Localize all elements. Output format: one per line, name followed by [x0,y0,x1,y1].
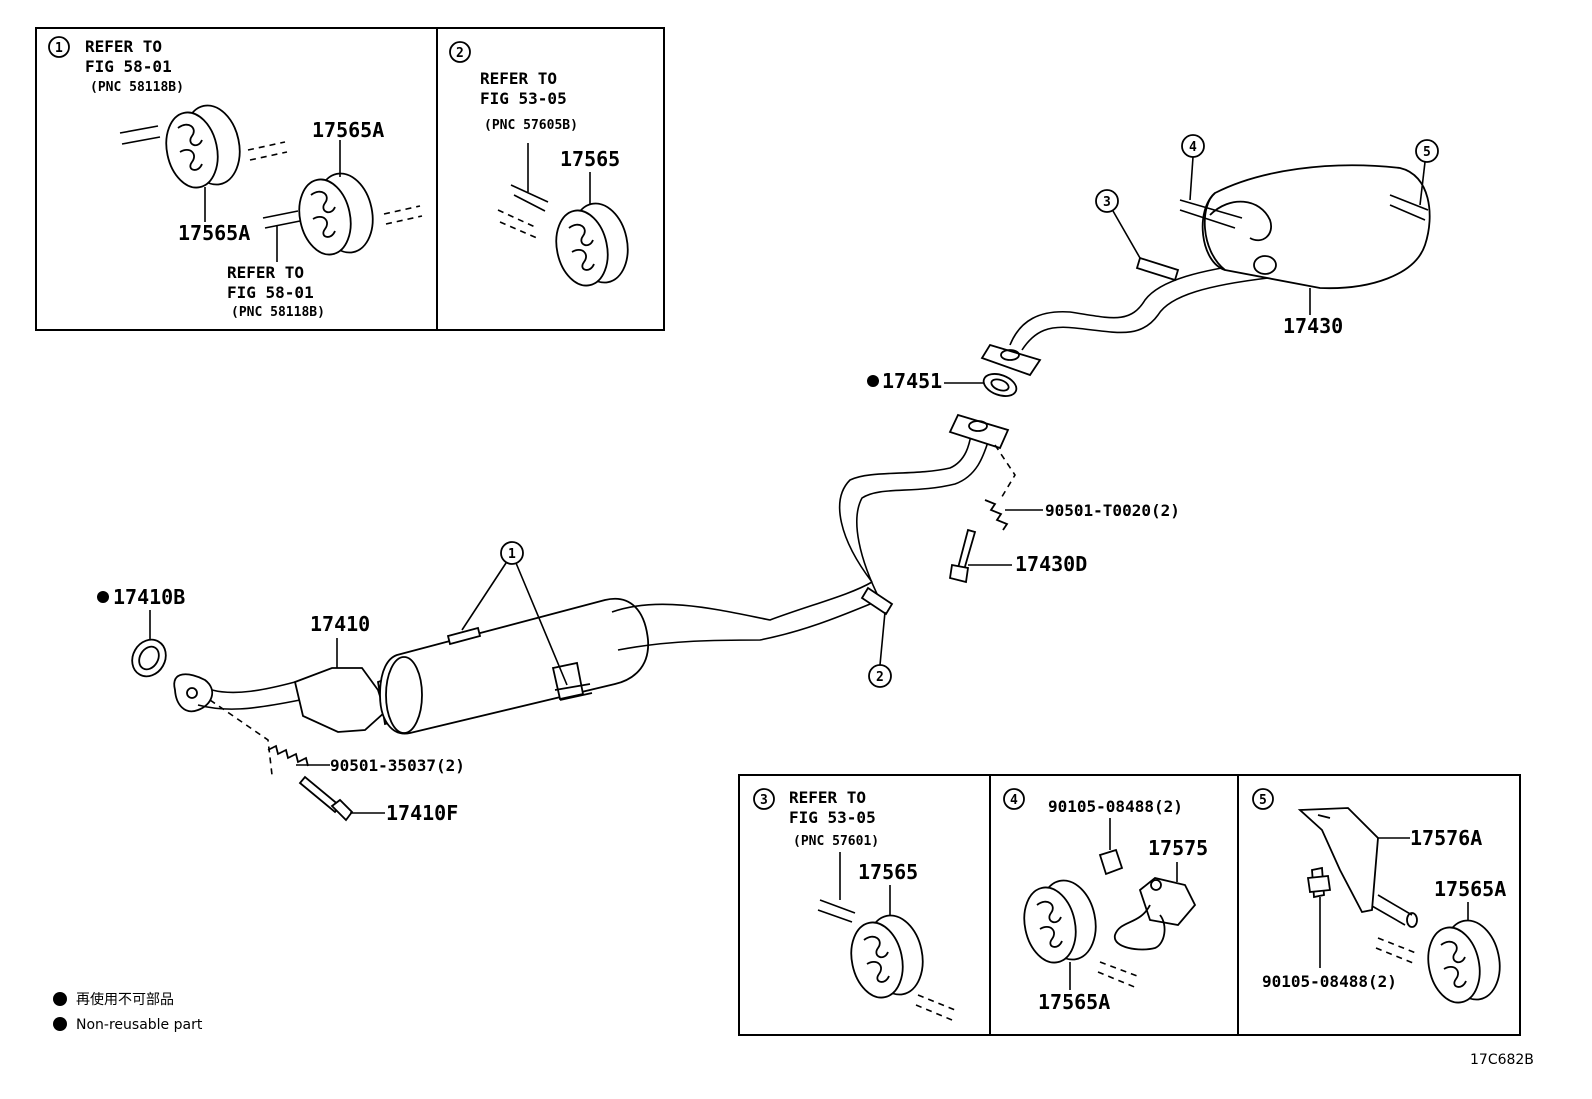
callout-2-label: 2 [876,670,884,685]
inset-4-part-17565A: 17565A [1038,990,1110,1014]
callout-3-label: 3 [1103,195,1111,210]
hanger-rod [510,184,549,212]
insulator-17565A-upper [165,104,241,189]
gasket-17451: 17451 [867,369,1018,397]
part-17410F: 17410F [386,801,458,825]
inset-1-ref2-line1: REFER TO [227,263,304,282]
callout-3-leader [1112,210,1141,259]
inset-2-number: 2 [456,46,464,61]
callout-5-leader [1419,161,1426,206]
bolt-axis-dashed [994,444,1016,501]
part-17430: 17430 [1283,314,1343,338]
legend-japanese: 再使用不可部品 [76,991,174,1008]
callout-1-leader [461,562,568,686]
inset-1: 1 REFER TO FIG 58-01 (PNC 58118B) 17565A… [48,36,423,320]
bolt-17430D [948,528,977,584]
inset-5-number: 5 [1259,793,1267,808]
callout-circle-1 [500,541,524,565]
hanger-rod-dashed [247,141,288,161]
inset-5-part-17565A: 17565A [1434,877,1506,901]
callout-4-label: 4 [1189,140,1197,155]
callout-circle-4-inset [1003,788,1025,810]
callout-2-leader [879,611,886,666]
inset-box-3-4-5 [738,774,1521,1036]
hanger-rod [262,210,301,229]
hanger-rod-dashed [497,209,538,239]
inset-2-ref-line3: (PNC 57605B) [484,118,578,133]
part-17451: 17451 [882,369,942,393]
inset-2-ref-line1: REFER TO [480,69,557,88]
rear-flange [948,413,1010,450]
inset-2-part-17565: 17565 [560,147,620,171]
part-90501-35037: 90501-35037(2) [330,756,465,775]
tailpipe-muffler-17430 [980,164,1431,377]
hanger-rod-dashed [1375,937,1417,964]
legend-english: Non-reusable part [76,1017,203,1033]
inset-5-part-17576A: 17576A [1410,826,1482,850]
callout-circle-5 [1415,139,1439,163]
legend-dot-icon [53,992,67,1006]
spring-90501-T0020 [984,499,1009,531]
insulator-17565A-inset4 [1023,879,1097,964]
spring-90501-35037 [267,744,309,767]
part-90501-T0020: 90501-T0020(2) [1045,501,1180,520]
part-17430D: 17430D [1015,552,1087,576]
part-17410: 17410 [310,612,370,636]
inset-1-ref-line1: REFER TO [85,37,162,56]
inset-3-ref-line2: FIG 53-05 [789,808,876,827]
inset-1-ref2-line2: FIG 58-01 [227,283,314,302]
legend: 再使用不可部品 Non-reusable part [53,991,203,1033]
insulator-17565-inset3 [850,914,924,999]
bolt-axis-dashed [209,699,273,776]
callout-circle-2-inset [449,41,471,63]
callout-4-leader [1189,156,1194,201]
callout-circle-3-inset [753,788,775,810]
insulator-17565A-lower [298,172,374,256]
inset-4: 4 90105-08488(2) 17575 17565A [1003,788,1208,1014]
inset-2-ref-line2: FIG 53-05 [480,89,567,108]
bolt-17410F [298,775,354,822]
gasket-17410B: 17410B [97,585,185,678]
insulator-17565A-inset5 [1427,919,1501,1004]
inset-box-1-2 [35,27,665,331]
front-pipe-catalyst-17410 [173,429,991,735]
inset-4-number: 4 [1010,793,1018,808]
callout-circle-5-inset [1252,788,1274,810]
bolt-90105-inset5 [1306,866,1332,899]
callout-circle-1-inset [48,36,70,58]
inset-3-ref-line1: REFER TO [789,788,866,807]
inset-3-ref-line3: (PNC 57601) [793,834,879,849]
inset-1-ref-line3: (PNC 58118B) [90,80,184,95]
inset-5: 5 17576A 90105-08488(2) 17565A [1252,788,1506,1004]
bracket-17575 [1114,877,1197,951]
legend-dot-icon [53,1017,67,1031]
hanger-rod-dashed [915,994,956,1021]
inset-1-number: 1 [55,41,63,56]
callout-circle-3 [1095,189,1119,213]
inset-1-ref-line2: FIG 58-01 [85,57,172,76]
inset-5-part-90105: 90105-08488(2) [1262,972,1397,991]
inset-3-number: 3 [760,793,768,808]
diagram-id: 17C682B [1470,1052,1534,1068]
inset-3: 3 REFER TO FIG 53-05 (PNC 57601) 17565 [753,788,956,1021]
hanger-rod [817,899,856,923]
hanger-rod-dashed [383,205,423,225]
hanger-rod [119,125,161,145]
part-17410B: 17410B [113,585,185,609]
bracket-17576A [1297,807,1418,928]
insulator-17565-inset2 [555,202,629,287]
inset-4-part-17575: 17575 [1148,836,1208,860]
inset-2: 2 REFER TO FIG 53-05 (PNC 57605B) 17565 [449,41,629,287]
inset-4-part-90105: 90105-08488(2) [1048,797,1183,816]
inset-1-ref2-line3: (PNC 58118B) [231,305,325,320]
inset-1-part-17565A-a: 17565A [178,221,250,245]
bolt-90105 [1098,848,1124,876]
callout-1-label: 1 [508,547,516,562]
callout-5-label: 5 [1423,145,1431,160]
inset-3-part-17565: 17565 [858,860,918,884]
inset-1-part-17565A-b: 17565A [312,118,384,142]
hanger-rod-dashed [1097,961,1141,989]
